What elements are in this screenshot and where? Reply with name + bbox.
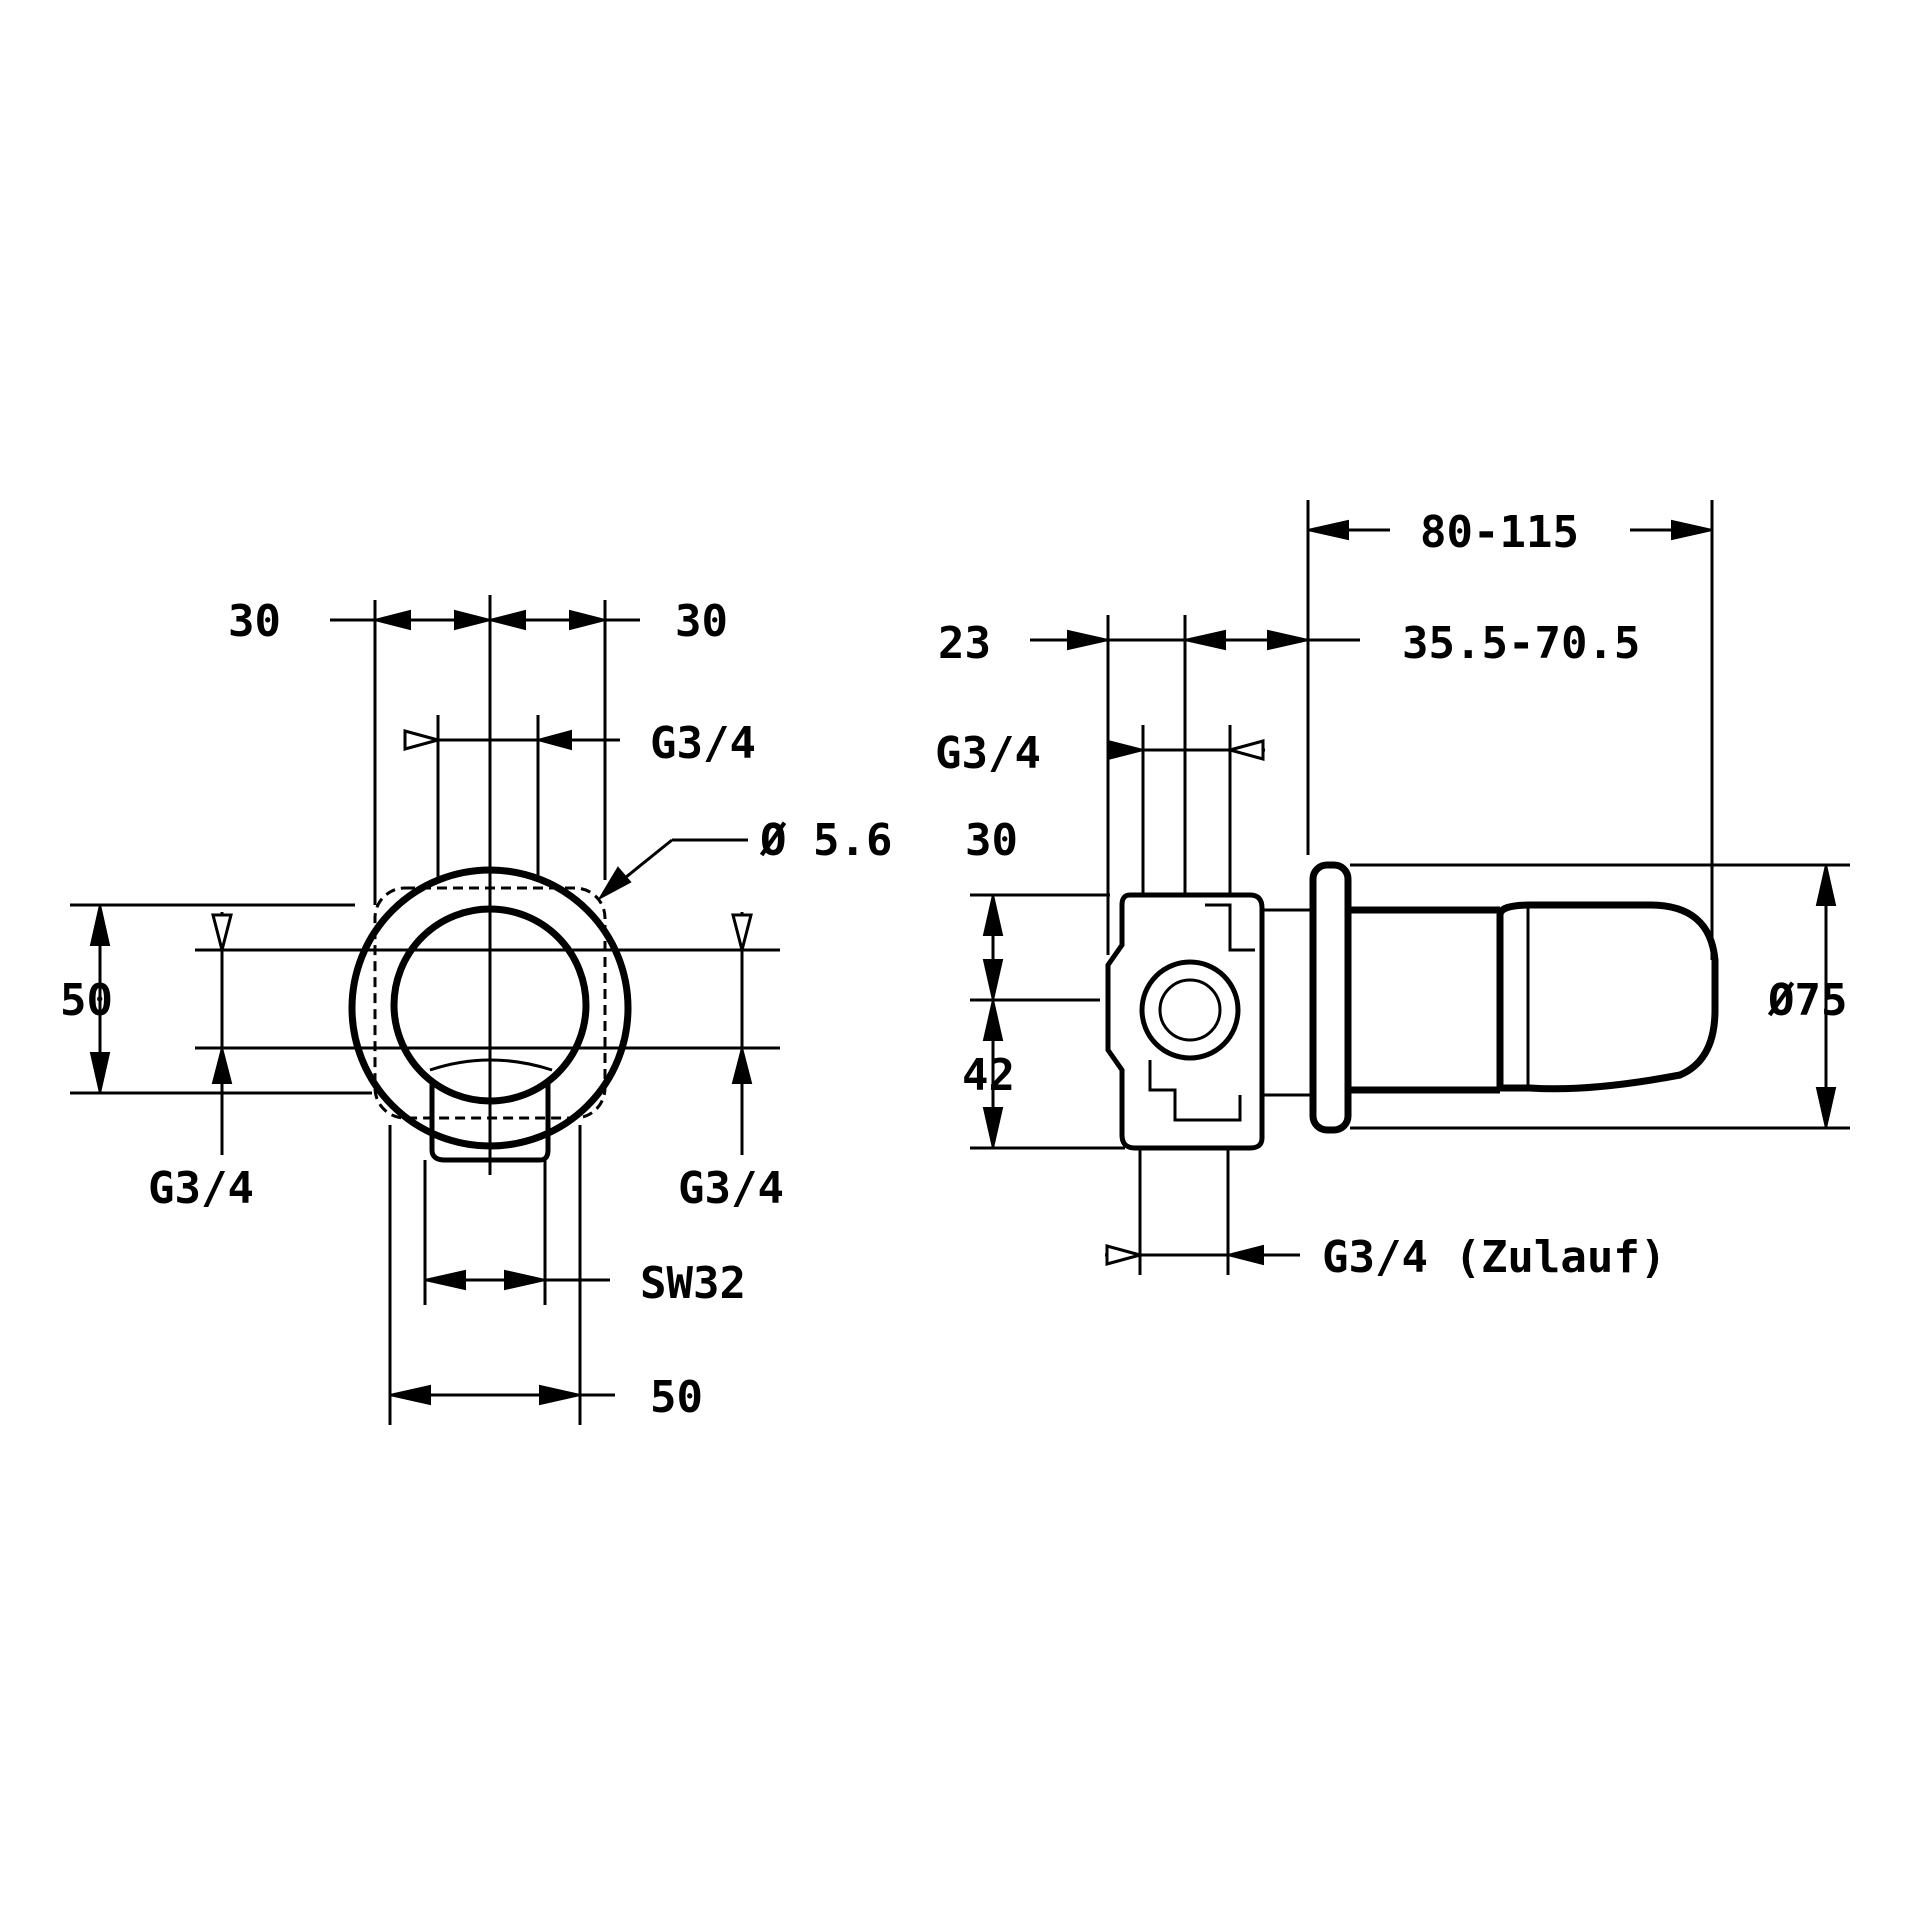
side-dim-upper-30: 30 — [965, 815, 1018, 866]
front-dim-30-left: 30 — [228, 596, 281, 647]
front-dim-30-right: 30 — [675, 596, 728, 647]
side-dim-inlet-thread: G3/4 (Zulauf) — [1322, 1232, 1666, 1283]
front-view: 30 30 G3/4 Ø 5.6 50 G3/4 G3/4 SW32 — [60, 595, 892, 1425]
side-dim-installation-depth: 35.5-70.5 — [1402, 618, 1640, 669]
side-inlet-port — [1139, 959, 1241, 1061]
front-dim-width-50: 50 — [650, 1372, 703, 1423]
front-hex-stem — [429, 1080, 551, 1163]
front-dim-thread-top: G3/4 — [650, 718, 756, 769]
side-valve-body — [1105, 892, 1265, 1151]
front-dim-hole-diameter: Ø 5.6 — [759, 815, 892, 866]
side-view: 80-115 23 35.5-70.5 G3/4 30 42 Ø75 G3/4 … — [935, 500, 1850, 1283]
side-dim-thread-top: G3/4 — [935, 728, 1041, 779]
side-dim-rosette-diameter: Ø75 — [1767, 975, 1847, 1026]
front-dim-thread-left: G3/4 — [148, 1163, 254, 1214]
front-dim-thread-right: G3/4 — [678, 1163, 784, 1214]
side-handle — [1496, 901, 1719, 1093]
side-rosette — [1309, 861, 1352, 1134]
side-dim-overall-length: 80-115 — [1420, 507, 1579, 558]
front-dim-height-50: 50 — [60, 975, 113, 1026]
side-dim-body-depth: 23 — [938, 618, 991, 669]
front-dim-wrench-size: SW32 — [640, 1258, 746, 1309]
side-dim-lower-42: 42 — [962, 1050, 1015, 1101]
